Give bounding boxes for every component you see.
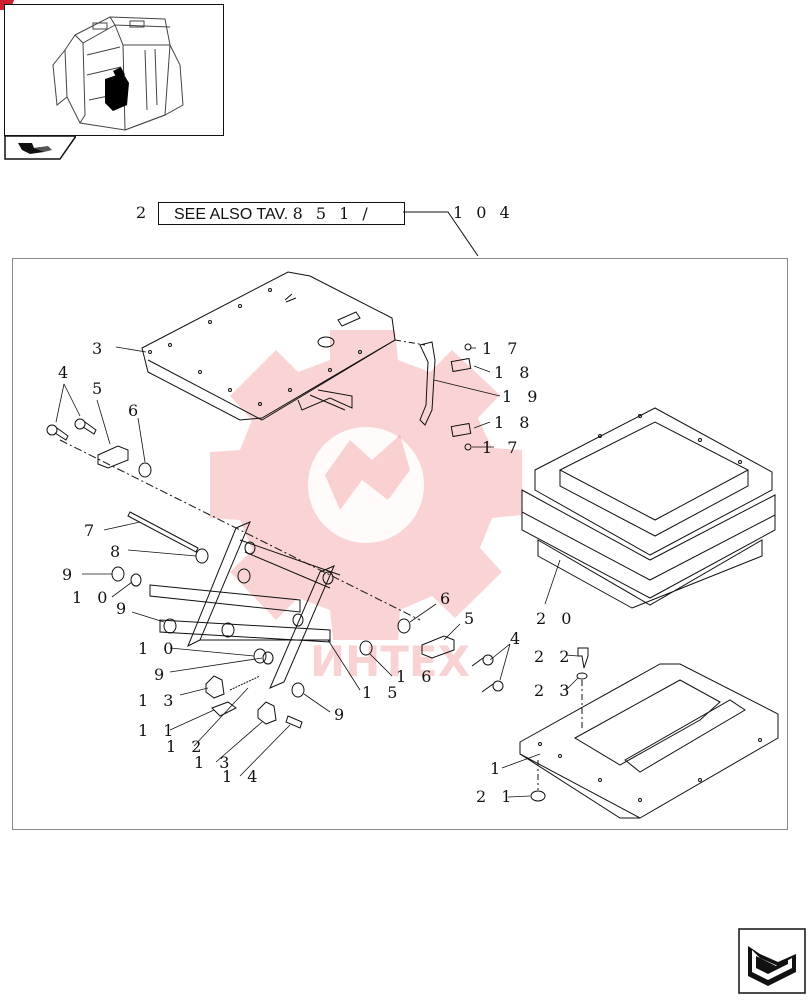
callout-8[interactable]: 8: [110, 542, 126, 561]
callout-7[interactable]: 7: [84, 521, 100, 540]
see-also-label: SEE ALSO TAV.: [174, 206, 289, 223]
seat-section-icon[interactable]: [4, 136, 76, 160]
part-3-upper-plate: [141, 271, 396, 421]
callout-17-upper[interactable]: 1 7: [482, 339, 523, 358]
callout-9-d[interactable]: 9: [334, 705, 350, 724]
part-23-washer: [576, 672, 588, 680]
callout-4-left[interactable]: 4: [58, 363, 74, 382]
part-16-bushing: [359, 640, 373, 656]
part-6-bushing-right: [397, 618, 411, 634]
callout-12[interactable]: 1 2: [166, 737, 207, 756]
callout-22[interactable]: 2 2: [534, 647, 575, 666]
reference-leader-line: [403, 211, 479, 257]
part-8-washer: [195, 548, 209, 564]
part-9-washer-b: [163, 618, 177, 634]
callout-21[interactable]: 2 1: [476, 787, 517, 806]
part-9-washer-d: [291, 682, 305, 698]
see-also-reference-text[interactable]: SEE ALSO TAV. 8 5 1 /: [174, 204, 372, 224]
callout-23[interactable]: 2 3: [534, 681, 575, 700]
callout-6-right[interactable]: 6: [440, 589, 456, 608]
part-14-pin: [285, 715, 303, 729]
callout-20[interactable]: 2 0: [536, 609, 577, 628]
callout-19[interactable]: 1 9: [502, 387, 543, 406]
callout-5-left[interactable]: 5: [92, 379, 108, 398]
callout-15[interactable]: 1 5: [362, 683, 403, 702]
part-10-washer-a: [130, 573, 142, 587]
part-11-plate: [211, 701, 237, 717]
part-9-washer-c: [262, 651, 274, 665]
next-page-arrow-icon[interactable]: [738, 928, 806, 994]
callout-10-a[interactable]: 1 0: [72, 588, 113, 607]
cab-thumbnail[interactable]: [4, 4, 224, 136]
callout-5-right[interactable]: 5: [464, 609, 480, 628]
see-also-code: 8 5 1 /: [292, 204, 372, 223]
part-4-bolts-right: [471, 654, 504, 693]
part-4-bolts-left: [46, 418, 97, 441]
callout-10-b[interactable]: 1 0: [138, 639, 179, 658]
callout-1[interactable]: 1: [490, 759, 506, 778]
tractor-cab-icon: [52, 16, 184, 131]
callout-13-b[interactable]: 1 3: [194, 753, 235, 772]
part-9-washer-a: [111, 566, 125, 582]
callout-14[interactable]: 1 4: [222, 767, 263, 786]
callout-18-lower[interactable]: 1 8: [494, 413, 535, 432]
callout-9-c[interactable]: 9: [154, 665, 170, 684]
part-18-clip-lower: [450, 422, 472, 438]
part-19-lever: [419, 341, 436, 426]
part-13-cam-b: [257, 701, 277, 725]
part-12-spring: [229, 675, 261, 691]
part-17-pin-lower: [464, 443, 472, 451]
part-22-bolt: [577, 647, 589, 669]
callout-13-a[interactable]: 1 3: [138, 691, 179, 710]
reference-suffix: 1 0 4: [453, 203, 514, 222]
watermark-text: ИНТЕХ: [310, 637, 470, 686]
part-6-bushing-left: [138, 462, 152, 478]
see-also-reference-box[interactable]: [158, 202, 405, 225]
part-5-block-left: [97, 445, 129, 469]
callout-17-lower[interactable]: 1 7: [482, 438, 523, 457]
reference-prefix: 2: [136, 203, 147, 222]
part-10-washer-b: [253, 648, 267, 664]
part-21-nut: [530, 790, 546, 802]
callout-4-right[interactable]: 4: [510, 629, 526, 648]
callout-6-left[interactable]: 6: [128, 401, 144, 420]
callout-16[interactable]: 1 6: [396, 667, 437, 686]
part-20-bellows: [521, 407, 776, 609]
part-13-cam-a: [205, 675, 225, 699]
diagram-frame: [12, 258, 788, 830]
callout-3[interactable]: 3: [92, 339, 108, 358]
part-7-rod: [127, 511, 199, 553]
scissor-frame: [149, 521, 341, 689]
part-18-clip-upper: [450, 357, 472, 373]
callout-18-upper[interactable]: 1 8: [494, 363, 535, 382]
part-5-block-right: [421, 635, 455, 659]
callout-9-a[interactable]: 9: [62, 565, 78, 584]
part-17-pin-upper: [464, 343, 472, 351]
callout-11[interactable]: 1 1: [138, 721, 179, 740]
callout-9-b[interactable]: 9: [116, 599, 132, 618]
part-1-base-plate: [519, 663, 779, 819]
